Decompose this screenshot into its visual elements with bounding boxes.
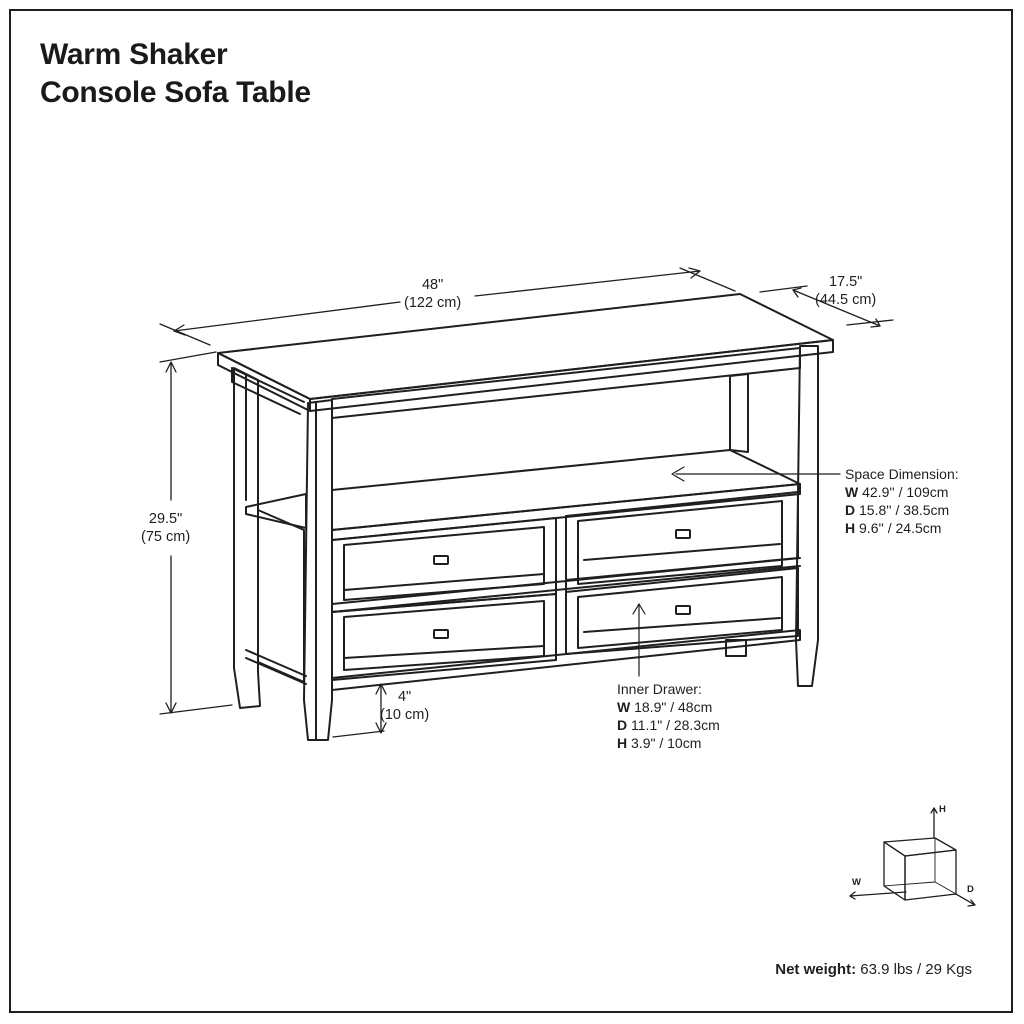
space-dimension-heading: Space Dimension:: [845, 466, 959, 482]
width-label: 48" (122 cm): [404, 276, 461, 312]
drawer-top-left: [331, 517, 557, 613]
depth-dimension-line: [759, 285, 894, 328]
height-dimension-line: [159, 351, 233, 715]
inner-drawer-pointer: [632, 603, 646, 677]
product-title: Warm Shaker Console Sofa Table: [40, 36, 311, 112]
height-label: 29.5" (75 cm): [141, 510, 190, 546]
space-dimension-row: W 42.9'' / 109cm: [845, 484, 949, 500]
width-inches: 48": [421, 277, 444, 293]
axis-label-h: H: [939, 804, 946, 815]
clearance-dimension-line: [332, 683, 387, 738]
product-title-line-1: Warm Shaker: [40, 38, 228, 71]
clearance-inches: 4": [397, 689, 412, 705]
inner-drawer-row: H 3.9" / 10cm: [617, 735, 702, 751]
axis-cube-icon: [849, 807, 976, 907]
axis-label-w: W: [852, 877, 861, 888]
net-weight: Net weight: 63.9 lbs / 29 Kgs: [775, 961, 972, 978]
space-dimension-spec: Space Dimension: W 42.9'' / 109cm D 15.8…: [845, 465, 959, 537]
leg-back-left: [233, 367, 261, 709]
side-panel-left: [245, 509, 307, 685]
leg-front-left: [303, 399, 333, 741]
clearance-label: 4" (10 cm): [380, 688, 429, 724]
bottom-rail: [331, 629, 801, 691]
inner-drawer-row: W 18.9" / 48cm: [617, 699, 713, 715]
inner-drawer-heading: Inner Drawer:: [617, 681, 702, 697]
depth-cm: (44.5 cm): [815, 292, 877, 308]
depth-label: 17.5" (44.5 cm): [815, 273, 876, 309]
height-inches: 29.5": [148, 511, 183, 527]
drawer-dividers: [331, 515, 801, 661]
depth-inches: 17.5": [828, 274, 863, 290]
middle-shelf: [245, 449, 841, 541]
space-dimension-row: H 9.6'' / 24.5cm: [845, 520, 942, 536]
top-apron: [231, 347, 801, 419]
inner-drawer-row: D 11.1" / 28.3cm: [617, 717, 720, 733]
axis-label-d: D: [967, 884, 974, 895]
net-weight-value: 63.9 lbs / 29 Kgs: [860, 961, 972, 978]
leg-back-right: [725, 373, 749, 657]
inner-drawer-spec: Inner Drawer: W 18.9" / 48cm D 11.1" / 2…: [617, 680, 720, 752]
page-frame: [9, 9, 1013, 1013]
product-title-line-2: Console Sofa Table: [40, 76, 311, 109]
width-dimension-line: [159, 267, 736, 346]
height-cm: (75 cm): [141, 529, 191, 545]
space-dimension-row: D 15.8'' / 38.5cm: [845, 502, 950, 518]
table-top: [217, 293, 834, 412]
width-cm: (122 cm): [404, 295, 462, 311]
net-weight-label: Net weight:: [775, 961, 857, 978]
clearance-cm: (10 cm): [380, 707, 430, 723]
